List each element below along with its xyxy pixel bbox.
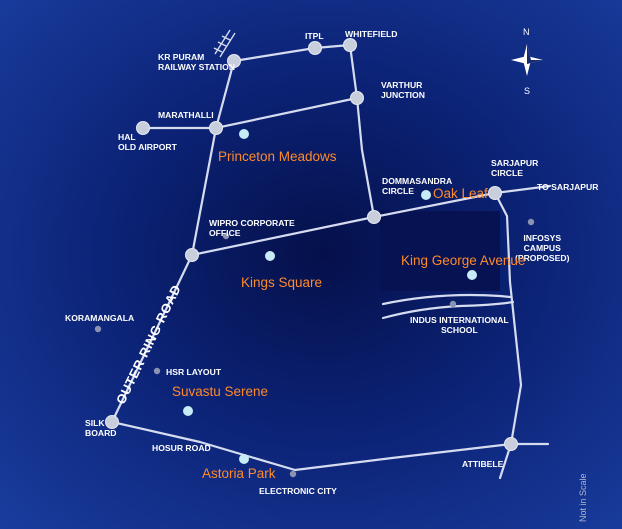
label-hal: HAL OLD AIRPORT — [118, 132, 177, 152]
poi-hsr-dot — [153, 367, 161, 375]
road-marathalli-varthur — [214, 96, 359, 130]
road-wipro — [190, 215, 376, 257]
label-koramangala: KORAMANGALA — [65, 313, 135, 323]
junction-wipro — [185, 248, 199, 262]
project-oak-leaf[interactable]: Oak Leaf — [433, 186, 488, 201]
project-dot-kings-square — [265, 251, 275, 261]
label-hosur-road: HOSUR ROAD — [152, 443, 211, 453]
label-electronic-city: ELECTRONIC CITY — [259, 486, 337, 496]
road-indus — [381, 293, 512, 306]
road-outer-ring — [110, 59, 236, 424]
compass-north: N — [523, 27, 530, 37]
label-indus: INDUS INTERNATIONAL SCHOOL — [410, 315, 509, 335]
label-silk-board: SILK BOARD — [85, 418, 117, 438]
road-varthur-dommasandra — [355, 96, 376, 219]
compass-icon — [511, 44, 543, 76]
project-dot-king-george — [467, 270, 477, 280]
label-hsr: HSR LAYOUT — [166, 367, 222, 377]
junction-hal — [136, 121, 150, 135]
junction-marathalli — [209, 121, 223, 135]
poi-electronic-city-dot — [289, 470, 297, 478]
label-itpl: ITPL — [305, 31, 324, 41]
scale-note: Not in Scale — [578, 473, 588, 522]
label-to-sarjapur: TO SARJAPUR — [537, 182, 599, 192]
project-dot-astoria — [239, 454, 249, 464]
compass-south: S — [524, 86, 531, 96]
junction-kr-puram — [227, 54, 241, 68]
poi-infosys-dot — [527, 218, 535, 226]
project-kings-square[interactable]: Kings Square — [241, 275, 323, 290]
project-dots — [183, 129, 477, 464]
junction-sarjapur — [488, 186, 502, 200]
label-dommasandra: DOMMASANDRA CIRCLE — [382, 176, 453, 196]
label-wipro: WIPRO CORPORATE OFFICE — [209, 218, 295, 238]
junctions — [105, 38, 518, 451]
junction-varthur — [350, 91, 364, 105]
label-attibele: ATTIBELE — [462, 459, 504, 469]
project-dot-suvastu — [183, 406, 193, 416]
railway-icon — [213, 29, 236, 58]
road-krpuram-whitefield — [232, 43, 352, 63]
road-indus-lower — [381, 300, 515, 320]
project-princeton-meadows[interactable]: Princeton Meadows — [218, 149, 337, 164]
label-marathalli: MARATHALLI — [158, 110, 214, 120]
project-suvastu-serene[interactable]: Suvastu Serene — [172, 384, 269, 399]
project-dot-princeton — [239, 129, 249, 139]
label-infosys: INFOSYS CAMPUS (PROPOSED) — [515, 233, 570, 263]
highlight-block — [380, 211, 500, 291]
junction-whitefield — [343, 38, 357, 52]
project-king-george-avenue[interactable]: King George Avenue — [401, 253, 526, 268]
poi-wipro-dot — [222, 232, 230, 240]
road-whitefield-varthur — [348, 43, 359, 100]
project-astoria-park[interactable]: Astoria Park — [202, 466, 276, 481]
label-varthur: VARTHUR JUNCTION — [381, 80, 425, 100]
label-whitefield: WHITEFIELD — [345, 29, 398, 39]
junction-silk-board — [105, 415, 119, 429]
junction-attibele — [504, 437, 518, 451]
junction-dommasandra — [367, 210, 381, 224]
junction-itpl — [308, 41, 322, 55]
poi-indus-dot — [449, 300, 457, 308]
label-sarjapur-circle: SARJAPUR CIRCLE — [491, 158, 539, 178]
label-kr-puram: KR PURAM RAILWAY STATION — [158, 52, 236, 72]
project-dot-oak-leaf — [421, 190, 431, 200]
landmark-dots — [94, 218, 535, 478]
poi-koramangala-dot — [94, 325, 102, 333]
